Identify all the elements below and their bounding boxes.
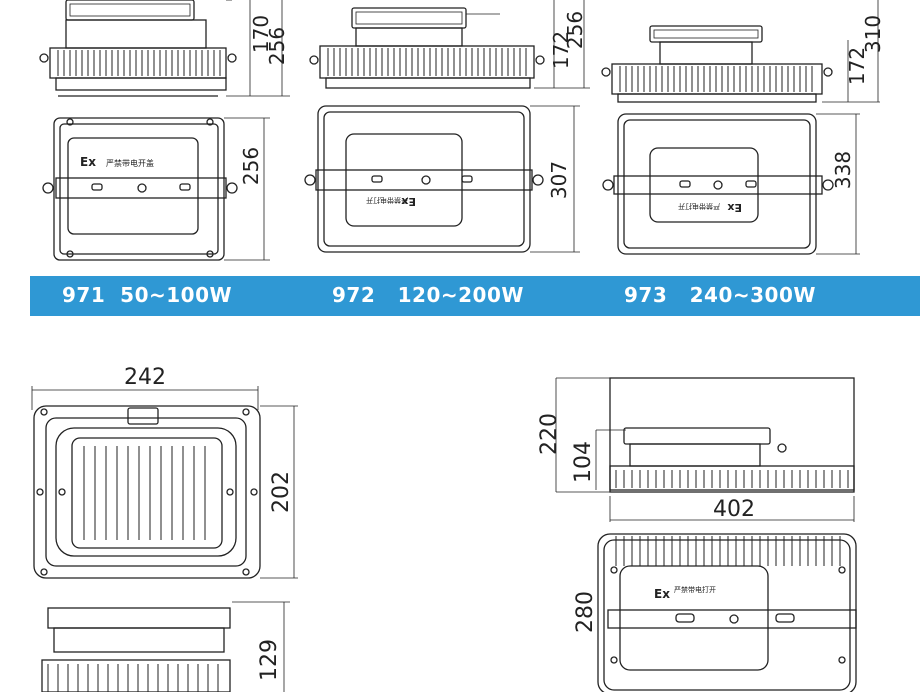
model-972-label: 972 120~200W — [332, 283, 524, 307]
dim-m3-side-b: 310 — [861, 15, 885, 53]
dim-m1-front: 256 — [239, 147, 263, 185]
m1-warning-text: 严禁带电开盖 — [106, 158, 154, 168]
br-ex-mark: Ex — [654, 587, 670, 601]
dim-br-front: 280 — [573, 591, 598, 633]
m1-side-fins — [57, 50, 221, 76]
dim-bl-height: 202 — [269, 471, 294, 513]
m2-side-fins — [327, 48, 527, 76]
m3-warning-text: 严禁带电打开 — [678, 202, 720, 211]
br-side-view — [555, 377, 855, 522]
dim-bl-width: 242 — [124, 365, 166, 390]
dim-br-width: 402 — [713, 497, 755, 522]
m3-front-view — [602, 113, 860, 255]
bl-heatsink-bars — [83, 446, 206, 540]
dim-br-side-b: 104 — [571, 441, 596, 483]
model-banner — [30, 276, 920, 316]
m2-warning-text: 严禁带电打开 — [366, 196, 408, 205]
m1-side-view — [39, 0, 290, 97]
m2-ex-mark: Ex — [401, 195, 416, 208]
m1-ex-mark: Ex — [80, 155, 96, 169]
m2-side-view — [309, 0, 590, 89]
dim-bl-side: 129 — [257, 639, 282, 681]
dim-m2-side-a: 172 — [549, 31, 573, 69]
m3-side-view — [601, 0, 880, 103]
br-warning-text: 严禁带电打开 — [674, 585, 716, 594]
dim-m2-side-b: 256 — [563, 11, 587, 49]
br-side-fins — [615, 470, 849, 488]
dim-m3-side-a: 172 — [845, 47, 869, 85]
m2-front-view — [304, 105, 580, 253]
br-front-fins — [615, 536, 841, 566]
dim-br-side-a: 220 — [537, 413, 562, 455]
m3-ex-mark: Ex — [727, 201, 742, 214]
bl-side-view — [41, 601, 290, 693]
model-973-label: 973 240~300W — [624, 283, 816, 307]
m1-front-view — [42, 117, 270, 261]
dim-m2-front: 307 — [547, 161, 571, 199]
br-front-view — [597, 533, 857, 695]
m3-side-fins — [619, 66, 813, 92]
dim-m1-side-b: 256 — [265, 27, 289, 65]
bl-side-fins — [47, 664, 219, 692]
model-971-label: 971 50~100W — [62, 283, 233, 307]
bl-top-view — [31, 386, 298, 579]
dim-m3-front: 338 — [831, 151, 855, 189]
dim-m1-side-a: 170 — [249, 15, 273, 53]
